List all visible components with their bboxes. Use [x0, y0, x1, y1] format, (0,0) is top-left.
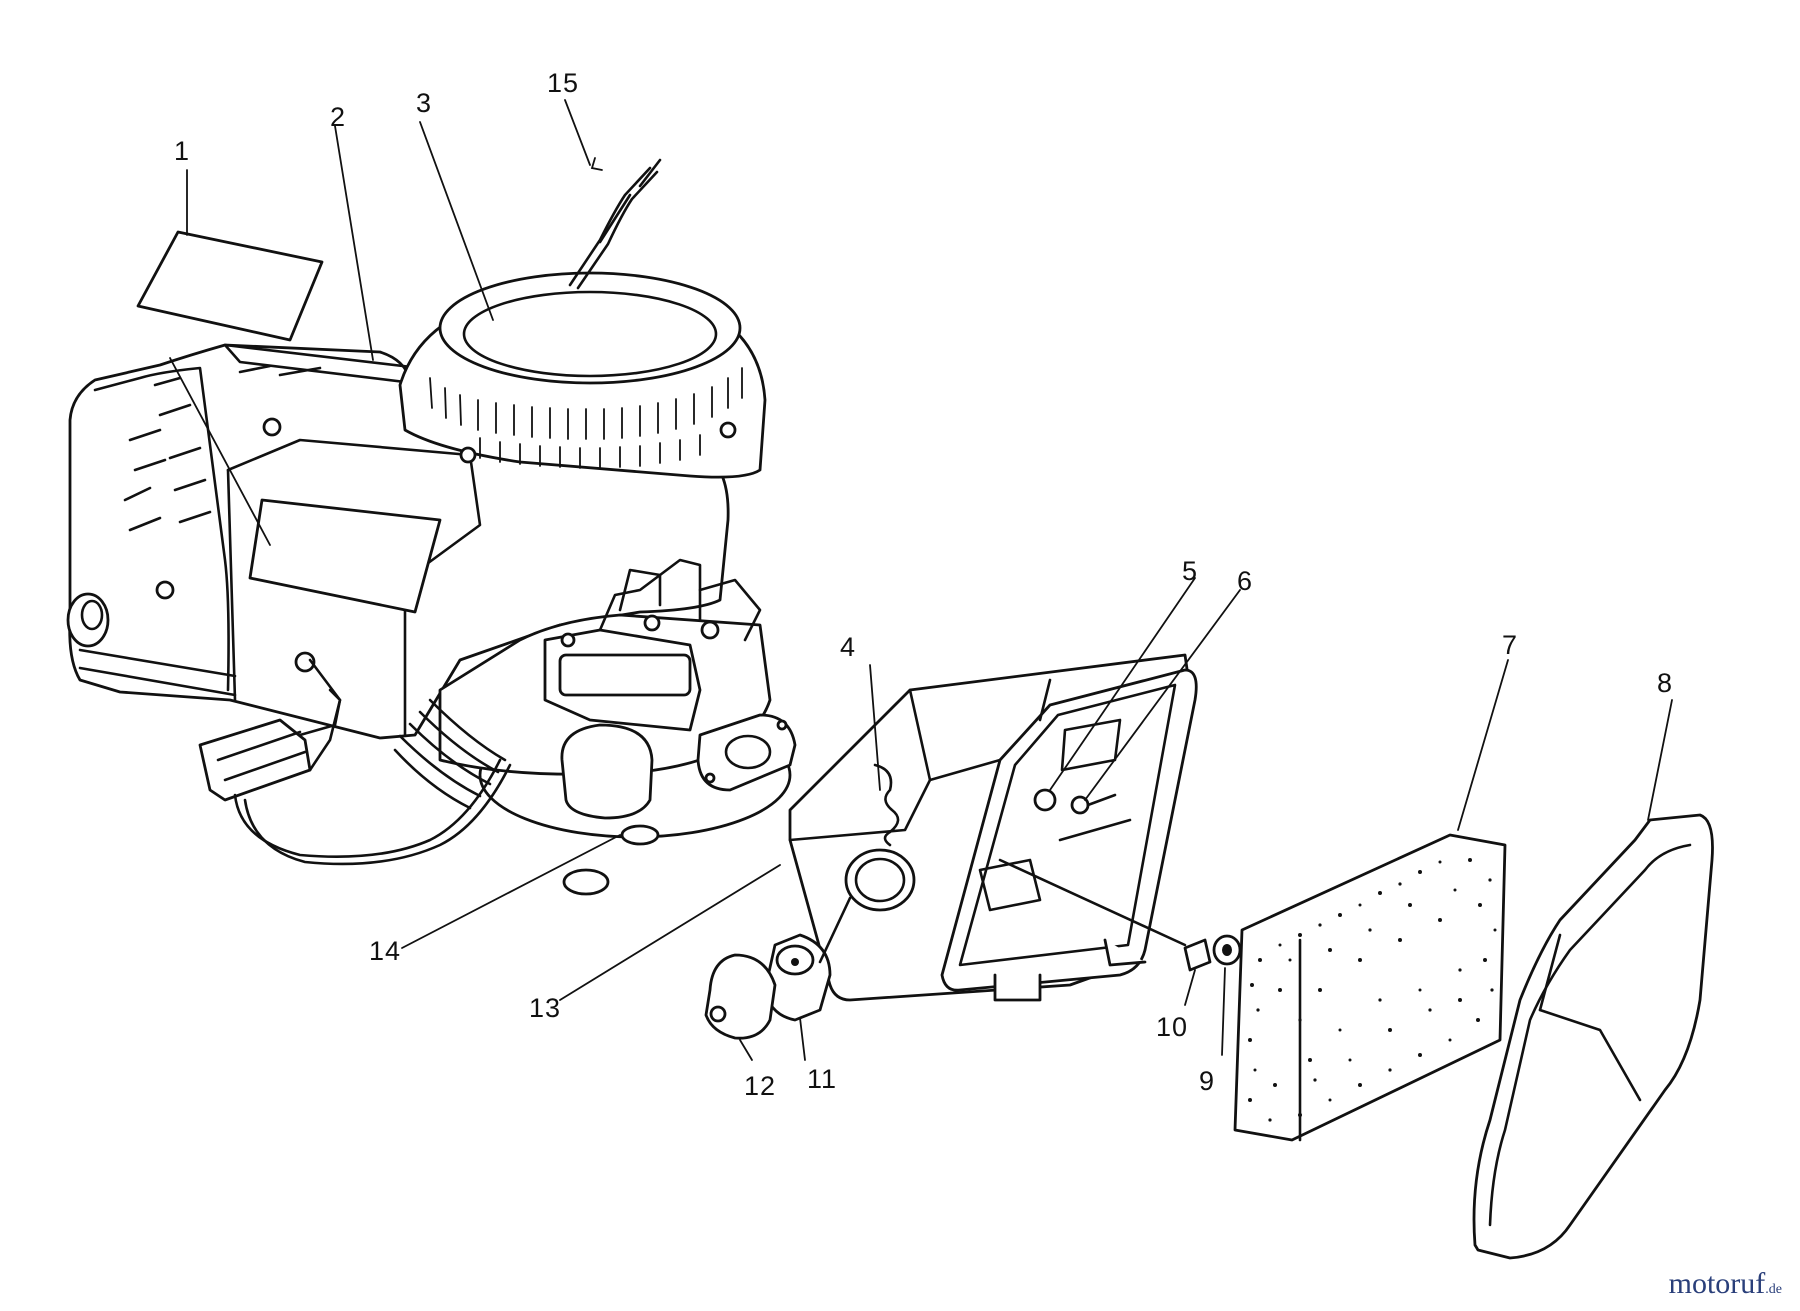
part-air-cleaner-base — [788, 653, 1198, 1002]
callout-14: 14 — [369, 936, 401, 966]
callout-6: 6 — [1237, 566, 1253, 596]
callout-2: 2 — [330, 102, 346, 132]
part-gasket — [696, 713, 797, 792]
callout-5: 5 — [1182, 556, 1198, 586]
part-screw-and-washer — [1033, 788, 1117, 815]
watermark-logo: motoruf.de — [1669, 1267, 1782, 1301]
callout-12: 12 — [744, 1071, 776, 1101]
callout-1: 1 — [174, 136, 190, 166]
callout-4: 4 — [840, 632, 856, 662]
callout-10: 10 — [1156, 1012, 1188, 1042]
part-throttle-cable — [568, 157, 662, 290]
leader-lines — [169, 99, 1673, 1061]
part-air-cleaner-cover — [1472, 813, 1714, 1260]
part-spacer-and-nut — [998, 858, 1242, 972]
part-engine-block — [198, 558, 792, 896]
callout-3: 3 — [416, 88, 432, 118]
callout-9: 9 — [1199, 1066, 1215, 1096]
part-recoil-starter — [398, 271, 767, 479]
callout-11: 11 — [807, 1064, 837, 1094]
part-elbow-and-cap — [704, 896, 852, 1040]
callout-13: 13 — [529, 993, 561, 1023]
callout-8: 8 — [1657, 668, 1673, 698]
callout-7: 7 — [1502, 630, 1518, 660]
callout-15: 15 — [547, 68, 579, 98]
part-decal — [136, 230, 324, 342]
callout-numbers: 1 2 3 4 5 6 7 8 9 10 11 12 13 14 15 — [174, 68, 1673, 1101]
watermark-name: motoruf — [1668, 1267, 1766, 1300]
part-foam-filter — [1233, 833, 1507, 1142]
watermark-tld: .de — [1765, 1282, 1782, 1297]
